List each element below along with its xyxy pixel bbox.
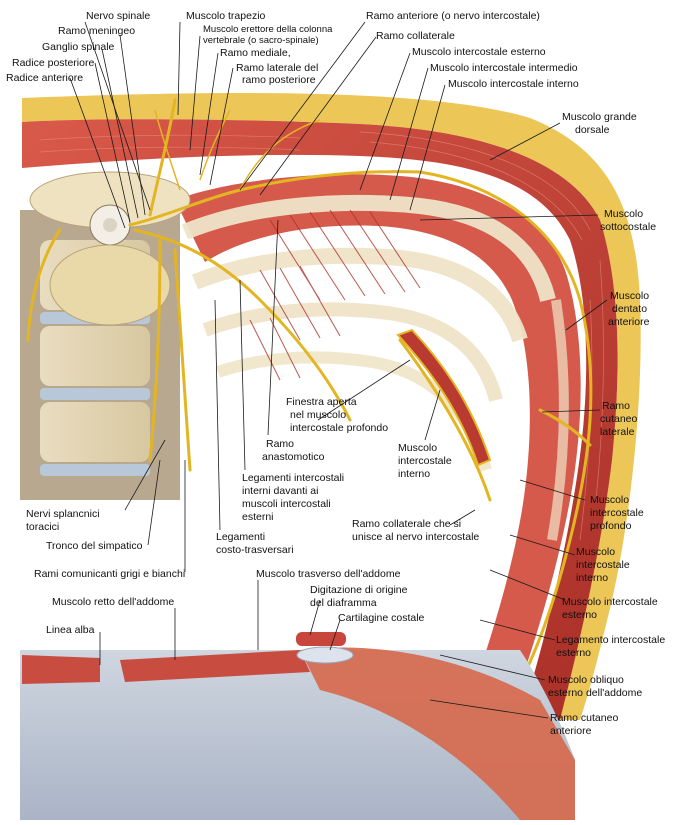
label-nervi-splancnici-2: toracici (26, 521, 60, 533)
label-mi-interno-r-3: interno (576, 572, 609, 584)
external-oblique (300, 647, 575, 820)
diaphragm-origin (296, 632, 346, 646)
label-ramo-laterale-1: Ramo laterale del (236, 62, 319, 74)
label-cutaneo-anteriore-2: anteriore (550, 725, 592, 737)
label-profondo-3: profondo (590, 520, 632, 532)
label-retto: Muscolo retto dell'addome (52, 596, 175, 608)
label-ramo-coll-unisce-2: unisce al nervo intercostale (352, 531, 480, 543)
label-profondo-2: intercostale (590, 507, 644, 519)
label-finestra-3: intercostale profondo (290, 422, 389, 434)
label-trasverso: Muscolo trasverso dell'addome (256, 568, 401, 580)
label-sottocostale-2: sottocostale (600, 221, 657, 233)
label-ramo-mediale: Ramo mediale, (220, 47, 291, 59)
intercostal-fibers (249, 209, 421, 381)
label-mi-interno-r-1: Muscolo (576, 546, 616, 558)
label-grande-dorsale-2: dorsale (575, 124, 610, 136)
label-ramo-coll-unisce-1: Ramo collaterale che si (352, 518, 462, 530)
label-linea-alba: Linea alba (46, 624, 95, 636)
label-muscolo-trapezio: Muscolo trapezio (186, 10, 266, 22)
label-cutaneo-laterale-3: laterale (600, 426, 635, 438)
label-dentato-2: dentato (612, 303, 648, 315)
label-rami-comunicanti: Rami comunicanti grigi e bianchi (34, 568, 186, 580)
label-erettore-2: vertebrale (o sacro-spinale) (203, 35, 319, 46)
label-intercostale-esterno-top: Muscolo intercostale esterno (412, 46, 546, 58)
label-mi-interno-mid-3: interno (398, 468, 431, 480)
label-cutaneo-laterale-1: Ramo (602, 400, 631, 412)
label-radice-anteriore: Radice anteriore (6, 72, 84, 84)
label-ramo-collaterale: Ramo collaterale (376, 30, 455, 42)
subcutaneous-fat (22, 92, 641, 720)
label-cartilagine: Cartilagine costale (338, 612, 425, 624)
rectus-abdominis (22, 655, 100, 684)
label-dentato-3: anteriore (608, 316, 650, 328)
label-intercostale-intermedio: Muscolo intercostale intermedio (430, 62, 578, 74)
window-opening (396, 328, 492, 467)
label-mi-esterno-r-1: Muscolo intercostale (562, 596, 658, 608)
label-leg-interni-1: Legamenti intercostali (242, 472, 345, 484)
label-cutaneo-anteriore-1: Ramo cutaneo (550, 712, 619, 724)
label-anastomotico-2: anastomotico (262, 451, 325, 463)
label-dentato-1: Muscolo (610, 290, 650, 302)
label-obliquo-1: Muscolo obliquo (548, 674, 624, 686)
label-nervi-splancnici-1: Nervi splancnici (26, 508, 100, 520)
label-leg-esterno-2: esterno (556, 647, 592, 659)
label-leg-costo-1: Legamenti (216, 531, 266, 543)
label-radice-posteriore: Radice posteriore (12, 57, 95, 69)
label-mi-interno-mid-2: intercostale (398, 455, 452, 467)
leader-lines (69, 21, 608, 719)
label-intercostale-interno-top: Muscolo intercostale interno (448, 78, 579, 90)
label-diaframma-1: Digitazione di origine (310, 584, 408, 596)
label-tronco-simpatico: Tronco del simpatico (46, 540, 143, 552)
label-finestra-2: nel muscolo (290, 409, 347, 421)
label-leg-costo-2: costo-trasversari (216, 544, 294, 556)
label-sottocostale-1: Muscolo (604, 208, 644, 220)
label-nervo-spinale: Nervo spinale (86, 10, 151, 22)
label-ramo-anteriore: Ramo anteriore (o nervo intercostale) (366, 10, 540, 22)
label-mi-esterno-r-2: esterno (562, 609, 598, 621)
label-grande-dorsale-1: Muscolo grande (562, 111, 637, 123)
label-diaframma-2: del diaframma (310, 597, 377, 609)
label-obliquo-2: esterno dell'addome (548, 687, 643, 699)
nerves (26, 98, 593, 702)
label-finestra-1: Finestra aperta (286, 396, 357, 408)
label-profondo-1: Muscolo (590, 494, 630, 506)
label-erettore-1: Muscolo erettore della colonna (203, 24, 333, 35)
muscle-texture (39, 131, 604, 541)
costal-cartilage (296, 646, 354, 664)
label-leg-esterno-1: Legamento intercostale (556, 634, 666, 646)
label-mi-interno-mid-1: Muscolo (398, 442, 438, 454)
vertebra-cross-section (29, 171, 191, 326)
rectus-abdominis-right (120, 650, 310, 682)
label-anastomotico-1: Ramo (266, 438, 295, 450)
label-cutaneo-laterale-2: cutaneo (600, 413, 638, 425)
label-ganglio-spinale: Ganglio spinale (42, 41, 115, 53)
back-muscles (22, 119, 618, 720)
label-mi-interno-r-2: intercostale (576, 559, 630, 571)
label-leg-interni-3: muscoli intercostali (242, 498, 331, 510)
label-leg-interni-2: interni davanti ai (242, 485, 319, 497)
label-ramo-laterale-2: ramo posteriore (242, 74, 316, 86)
label-leg-interni-4: esterni (242, 511, 274, 523)
label-ramo-meningeo: Ramo meningeo (58, 25, 136, 37)
